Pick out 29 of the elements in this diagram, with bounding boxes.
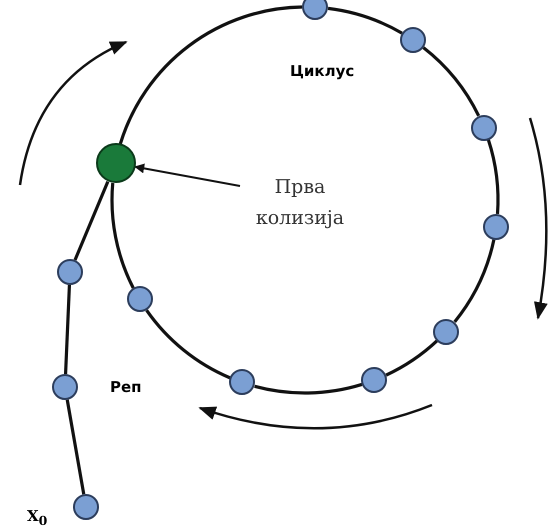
connector-line bbox=[385, 340, 438, 377]
connector-line bbox=[486, 139, 500, 214]
node-circle bbox=[52, 374, 78, 400]
connector-line bbox=[145, 309, 231, 380]
node-caption: X$_{0}$ bbox=[27, 507, 48, 526]
connector-line bbox=[422, 46, 480, 117]
connector-line bbox=[118, 5, 302, 144]
node-circle bbox=[470, 114, 497, 141]
region-label: Реп bbox=[110, 378, 142, 396]
arrow bbox=[134, 164, 240, 187]
node-circle bbox=[400, 26, 426, 53]
node-circle bbox=[361, 367, 388, 394]
node-circle bbox=[483, 214, 510, 240]
connector-line bbox=[64, 284, 72, 374]
node-circle bbox=[96, 143, 136, 184]
connector-line bbox=[328, 6, 403, 35]
region-label: Циклус bbox=[290, 62, 354, 80]
connector-line bbox=[66, 400, 86, 494]
node-circle bbox=[73, 494, 99, 520]
connector-line bbox=[110, 182, 135, 289]
annotation-text: Прва колизија bbox=[240, 172, 360, 234]
connector-line bbox=[74, 181, 110, 261]
node-circle bbox=[57, 259, 83, 285]
node-circle bbox=[126, 286, 153, 312]
connector-line bbox=[453, 239, 496, 323]
node-circle bbox=[229, 369, 256, 396]
connector-line bbox=[254, 382, 362, 394]
node-circle bbox=[302, 0, 328, 20]
node-circle bbox=[433, 318, 460, 345]
